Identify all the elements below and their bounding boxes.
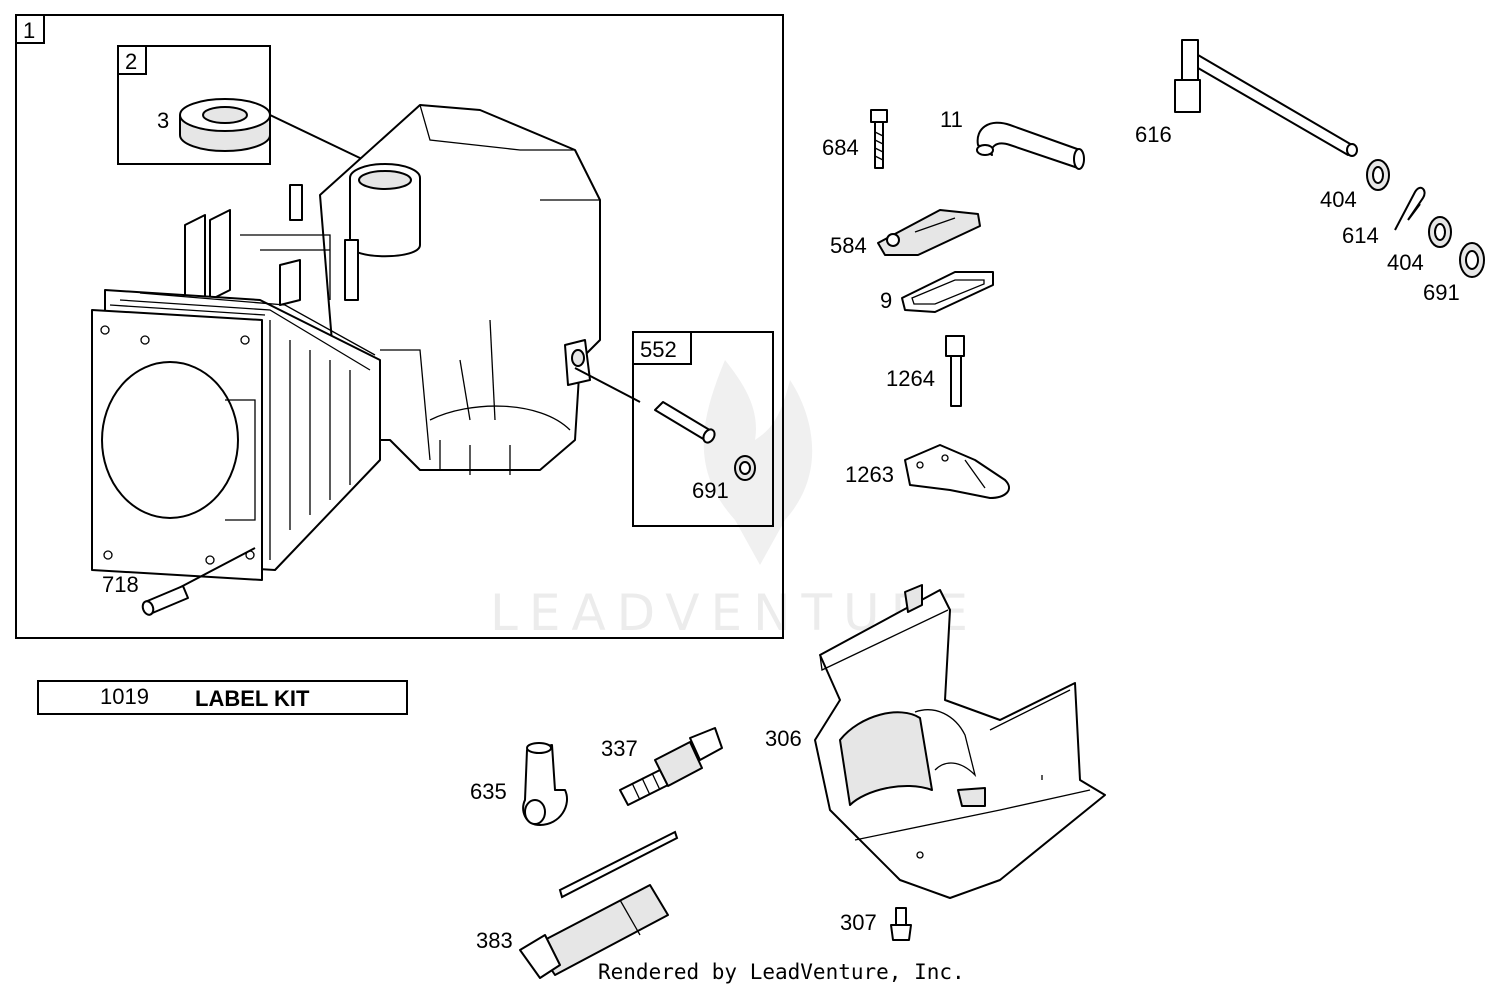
seal-691-icon — [1459, 242, 1485, 278]
dowel-box — [632, 331, 774, 527]
callout-635: 635 — [470, 779, 507, 804]
engine-block-icon — [91, 104, 601, 581]
spark-plug-wrench-icon — [519, 830, 679, 979]
callout-404a: 404 — [1320, 187, 1357, 212]
footer-credit: Rendered by LeadVenture, Inc. — [598, 960, 965, 984]
dowel-pin-icon — [654, 401, 716, 444]
washer-404b-icon — [1428, 216, 1452, 248]
dowel-box-number: 552 — [640, 337, 677, 362]
callout-306: 306 — [765, 726, 802, 751]
bearing-seal-icon — [179, 98, 271, 152]
main-box-tag — [15, 14, 45, 44]
label-kit-text: LABEL KIT — [195, 686, 310, 711]
dowel-box-tag — [632, 331, 692, 365]
bearing-box-number: 2 — [125, 49, 137, 74]
heat-shield-icon — [814, 584, 1106, 899]
label-kit-box — [37, 680, 408, 715]
leader-718 — [174, 547, 256, 591]
callout-11: 11 — [940, 107, 963, 132]
screw-307-icon — [890, 907, 912, 941]
bolt-1264-icon — [945, 335, 965, 407]
callout-616: 616 — [1135, 122, 1172, 147]
callout-691-right: 691 — [1423, 280, 1460, 305]
callout-718: 718 — [102, 572, 139, 597]
bearing-box-tag — [117, 45, 147, 75]
spark-plug-boot-icon — [522, 742, 568, 826]
callout-307: 307 — [840, 910, 877, 935]
washer-404a-icon — [1366, 159, 1390, 191]
callout-337: 337 — [601, 736, 638, 761]
gasket-icon — [901, 271, 994, 313]
cover-plate-icon — [904, 444, 1010, 499]
seal-ring-icon — [734, 455, 756, 481]
callout-691-box: 691 — [692, 478, 729, 503]
leader-552 — [574, 367, 641, 403]
main-assembly-box — [15, 14, 784, 639]
label-kit-number: 1019 — [100, 684, 149, 709]
governor-shaft-icon — [1174, 39, 1358, 157]
bolt-684-icon — [870, 109, 888, 169]
spark-plug-icon — [619, 727, 723, 806]
callout-684: 684 — [822, 135, 859, 160]
breather-plate-icon — [877, 209, 981, 256]
callout-614: 614 — [1342, 223, 1379, 248]
callout-404b: 404 — [1387, 250, 1424, 275]
watermark-logo-icon — [703, 360, 813, 565]
dowel-718-icon — [141, 585, 189, 616]
callout-1263: 1263 — [845, 462, 894, 487]
breather-tube-icon — [976, 121, 1085, 170]
hair-clip-icon — [1394, 186, 1426, 231]
callout-584: 584 — [830, 233, 867, 258]
bearing-box — [117, 45, 271, 165]
callout-1264: 1264 — [886, 366, 935, 391]
callout-383: 383 — [476, 928, 513, 953]
callout-9: 9 — [880, 288, 892, 313]
main-box-number: 1 — [23, 18, 35, 43]
callout-3: 3 — [157, 108, 169, 133]
